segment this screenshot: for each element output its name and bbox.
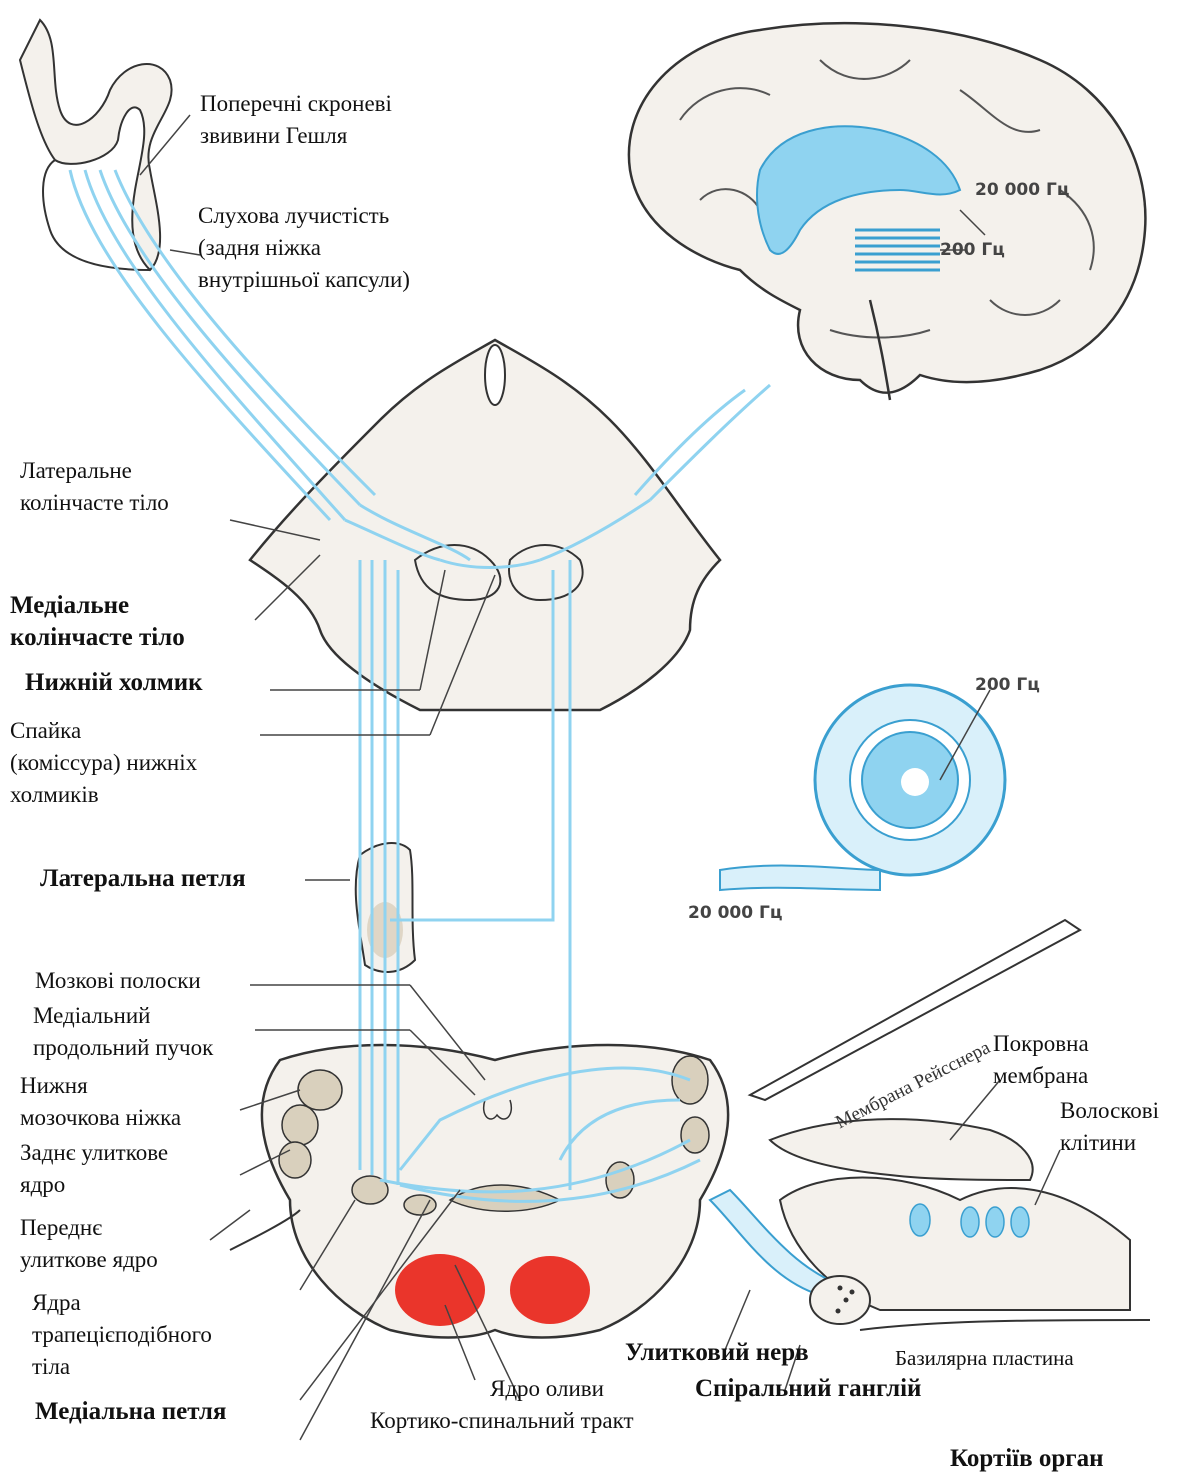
cochlea-low-frequency: 200 Гц xyxy=(975,675,1040,695)
medial-geniculate-label: Медіальне колінчасте тіло xyxy=(10,590,185,654)
organ-of-corti-label: Кортіїв орган xyxy=(950,1443,1104,1475)
auditory-radiation-label: Слухова лучистість (задня ніжка внутрішн… xyxy=(198,200,410,296)
inferior-colliculus-label: Нижній холмик xyxy=(25,667,203,699)
brain-high-frequency: 20 000 Гц xyxy=(975,180,1069,200)
midbrain-section xyxy=(250,340,720,710)
mlf-label: Медіальний продольний пучок xyxy=(33,1000,213,1064)
dorsal-cochlear-label: Заднє улиткове ядро xyxy=(20,1137,168,1201)
trapezoid-label: Ядра трапецієподібного тіла xyxy=(32,1287,212,1383)
cochlear-nerve-label: Улитковий нерв xyxy=(625,1337,809,1369)
cochlea-spiral xyxy=(720,685,1005,890)
hair-cells-label: Волоскові клітини xyxy=(1060,1095,1159,1159)
medial-lemniscus-label: Медіальна петля xyxy=(35,1396,226,1428)
heschl-gyri-label: Поперечні скроневі звивини Гешля xyxy=(200,88,392,152)
corticospinal-label: Кортико-спинальний тракт xyxy=(370,1405,634,1437)
commissure-label: Спайка (коміссура) нижніх холмиків xyxy=(10,715,197,811)
brain-lateral-view xyxy=(629,23,1146,400)
inferior-peduncle-label: Нижня мозочкова ніжка xyxy=(20,1070,181,1134)
striae-label: Мозкові полоски xyxy=(35,965,201,997)
tectorial-membrane-label: Покровна мембрана xyxy=(993,1028,1089,1092)
brain-low-frequency: 200 Гц xyxy=(940,240,1005,260)
ventral-cochlear-label: Переднє улиткове ядро xyxy=(20,1212,158,1276)
basilar-membrane-label: Базилярна пластина xyxy=(895,1342,1074,1374)
lateral-lemniscus-label: Латеральна петля xyxy=(40,863,246,895)
olive-nucleus-left xyxy=(395,1254,485,1326)
olive-nucleus-right xyxy=(510,1256,590,1324)
olive-label: Ядро оливи xyxy=(490,1373,604,1405)
cochlea-high-frequency: 20 000 Гц xyxy=(688,903,782,923)
lateral-geniculate-label: Латеральне колінчасте тіло xyxy=(20,455,169,519)
spiral-ganglion-label: Спіральний ганглій xyxy=(695,1373,921,1405)
